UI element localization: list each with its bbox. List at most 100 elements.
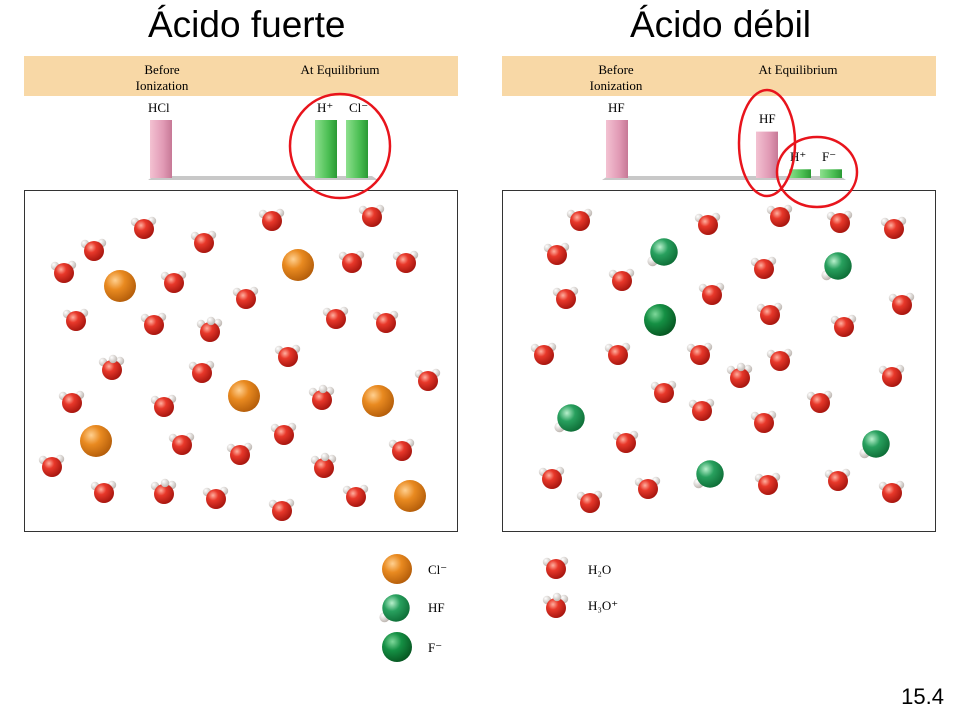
water-molecule: [888, 292, 915, 315]
strong-cation-bar-label: H⁺: [317, 100, 334, 115]
strong-acid-title: Ácido fuerte: [148, 4, 346, 45]
water-molecule: [388, 438, 415, 461]
strong-header-band: [24, 56, 458, 96]
chloride-ion: [228, 380, 260, 412]
hydronium-molecule-icon: [542, 592, 569, 618]
water-molecule: [202, 486, 229, 509]
legend-icons: [379, 554, 569, 662]
hydronium-molecule: [726, 362, 753, 388]
water-molecule: [530, 342, 557, 365]
chloride-ion: [80, 425, 112, 457]
chloride-ion: [394, 480, 426, 512]
weak-header-band: [502, 56, 936, 96]
water-molecule: [274, 344, 301, 367]
weak-acid-title: Ácido débil: [630, 4, 812, 45]
strong-acid-bar-chart: [148, 92, 392, 200]
water-molecule: [830, 314, 857, 337]
weak-f-minus-bar: [820, 169, 842, 178]
strong-h-plus-bar: [315, 120, 337, 178]
water-molecule: [576, 490, 603, 513]
water-molecule: [612, 430, 639, 453]
hf-molecule: [693, 460, 724, 489]
water-molecule: [58, 390, 85, 413]
hydronium-molecule: [150, 478, 177, 504]
hydronium-molecule: [310, 452, 337, 478]
hydronium-molecule: [308, 384, 335, 410]
water-molecule: [80, 238, 107, 261]
water-molecule: [694, 212, 721, 235]
water-molecule: [750, 410, 777, 433]
water-molecule: [342, 484, 369, 507]
water-molecule: [188, 360, 215, 383]
water-molecule: [826, 210, 853, 233]
strong-hcl-bar: [150, 120, 172, 178]
water-molecule: [824, 468, 851, 491]
hf-molecule: [554, 404, 585, 433]
water-molecule: [878, 364, 905, 387]
hydronium-molecule: [196, 316, 223, 342]
water-molecule: [608, 268, 635, 291]
water-molecule: [756, 302, 783, 325]
weak-acid-particles: [530, 204, 915, 513]
weak-acid-before-bar-label: HF: [608, 100, 625, 115]
water-molecule: [392, 250, 419, 273]
hf-molecule: [859, 430, 890, 459]
fluoride-ion: [644, 304, 676, 336]
strong-header-after: At Equilibrium: [300, 62, 380, 77]
water-molecule: [552, 286, 579, 309]
water-molecule: [62, 308, 89, 331]
strong-header-before: Before Ionization: [135, 62, 189, 93]
water-molecule: [50, 260, 77, 283]
weak-hf-after-bar: [756, 131, 778, 178]
strong-ions-highlight-circle: [288, 92, 392, 200]
weak-hf-before-bar: [606, 120, 628, 178]
legend-label-hf: HF: [428, 600, 445, 615]
chloride-ion: [362, 385, 394, 417]
legend-label-hydronium: H₃O⁺: [588, 598, 619, 613]
fluoride-ion-sphere-icon: [382, 632, 412, 662]
water-molecule: [604, 342, 631, 365]
legend-label-chloride: Cl⁻: [428, 562, 448, 577]
water-molecule: [130, 216, 157, 239]
hf-molecule: [821, 252, 852, 281]
water-molecule: [270, 422, 297, 445]
strong-acid-bar-label: HCl: [148, 100, 170, 115]
water-molecule: [754, 472, 781, 495]
water-molecule: [232, 286, 259, 309]
water-molecule: [750, 256, 777, 279]
water-molecule: [338, 250, 365, 273]
water-molecule-icon: [542, 556, 569, 579]
water-molecule: [160, 270, 187, 293]
water-molecule: [358, 204, 385, 227]
water-molecule: [766, 348, 793, 371]
water-molecule: [878, 480, 905, 503]
water-molecule: [688, 398, 715, 421]
water-molecule: [686, 342, 713, 365]
water-molecule: [566, 208, 593, 231]
water-molecule: [190, 230, 217, 253]
strong-anion-bar-label: Cl⁻: [349, 100, 369, 115]
hydronium-molecule: [98, 354, 125, 380]
water-molecule: [90, 480, 117, 503]
strong-acid-particles: [38, 204, 441, 521]
chloride-ion: [282, 249, 314, 281]
water-molecule: [150, 394, 177, 417]
water-molecule: [806, 390, 833, 413]
water-molecule: [140, 312, 167, 335]
strong-baseline: [148, 176, 378, 180]
water-molecule: [634, 476, 661, 499]
water-molecule: [414, 368, 441, 391]
weak-h-plus-bar: [789, 169, 811, 178]
water-molecule: [650, 380, 677, 403]
water-molecule: [543, 242, 570, 265]
weak-header-before: Before Ionization: [589, 62, 643, 93]
water-molecule: [538, 466, 565, 489]
strong-cl-minus-bar: [346, 120, 368, 178]
water-molecule: [268, 498, 295, 521]
water-molecule: [258, 208, 285, 231]
slide-number: 15.4: [901, 684, 944, 709]
water-molecule: [226, 442, 253, 465]
hf-molecule: [647, 238, 678, 267]
chloride-ion-sphere-icon: [382, 554, 412, 584]
